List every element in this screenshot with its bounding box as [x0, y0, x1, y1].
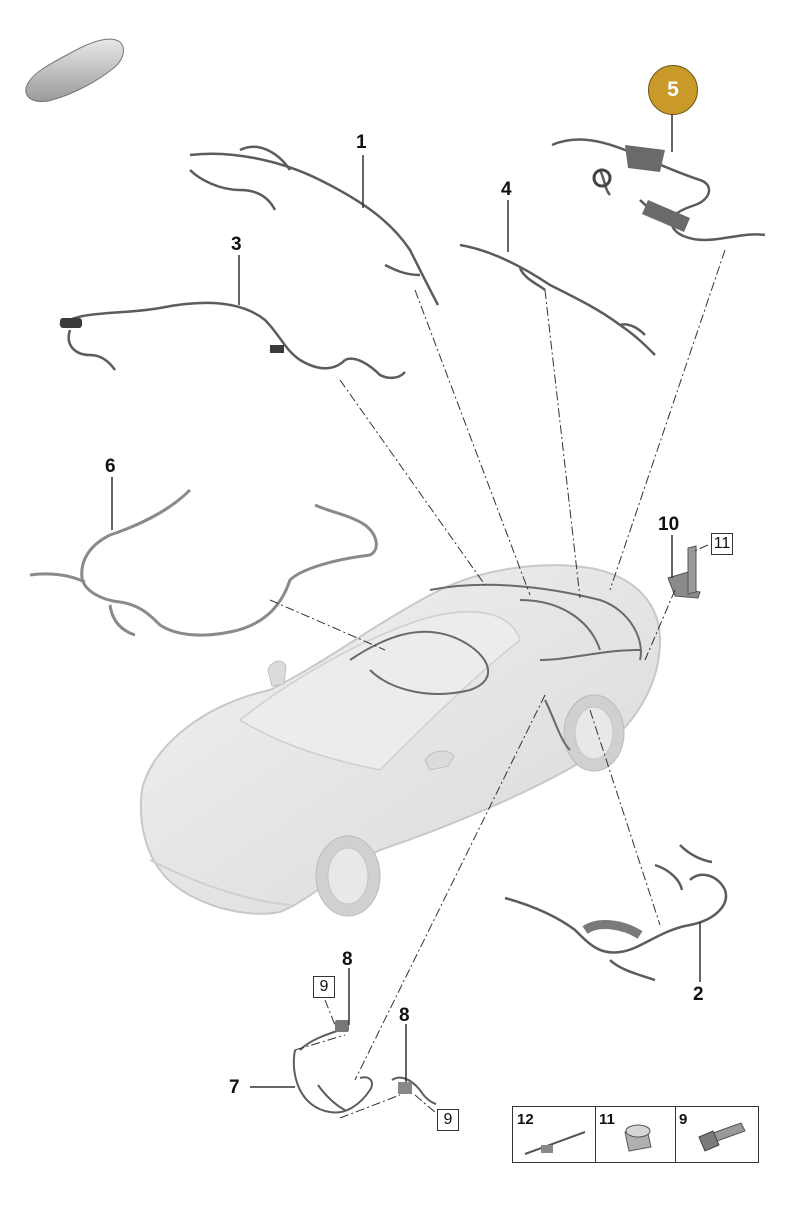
- legend-cell-9[interactable]: 9: [675, 1107, 758, 1162]
- wiring-harness-3-connectors: [60, 318, 284, 353]
- callout-2: 2: [693, 984, 704, 1005]
- ref-box-11: 11: [711, 533, 733, 555]
- ref-box-9-lower: 9: [437, 1109, 459, 1131]
- wiring-harness-2: [504, 844, 728, 982]
- wiring-harness-6: [29, 488, 378, 637]
- callout-4: 4: [501, 179, 512, 200]
- wiring-harness-4: [459, 243, 656, 356]
- callout-6: 6: [105, 456, 116, 477]
- callout-8-upper: 8: [342, 949, 353, 970]
- wiring-harness-5-parts: [592, 145, 690, 232]
- dashdot-leaders: [269, 249, 726, 1119]
- part-8-clip-upper: [335, 1020, 349, 1032]
- ref-box-9-upper: 9: [313, 976, 335, 998]
- bolt-icon: [698, 1122, 746, 1152]
- small-parts-legend: 12 11 9: [512, 1106, 759, 1163]
- car-wiring: [349, 583, 642, 751]
- callout-10: 10: [658, 514, 680, 535]
- car-body: [139, 564, 662, 917]
- legend-cell-12[interactable]: 12: [513, 1107, 596, 1162]
- car-silhouette-icon: [25, 38, 124, 102]
- callout-3: 3: [231, 234, 242, 255]
- callout-5-highlighted[interactable]: 5: [648, 65, 698, 115]
- part-8-bracket-lower: [391, 1076, 437, 1105]
- legend-label-11: 11: [599, 1111, 615, 1128]
- wiring-harness-2-parts: [582, 920, 643, 939]
- callout-8-lower: 8: [399, 1005, 410, 1026]
- wiring-harness-3: [59, 301, 406, 380]
- callout-1: 1: [356, 132, 367, 153]
- legend-label-12: 12: [517, 1111, 534, 1128]
- nut-icon: [624, 1124, 652, 1152]
- leader-lines: [111, 113, 701, 1088]
- legend-cell-11[interactable]: 11: [595, 1107, 676, 1162]
- bracket-10-icon: [667, 545, 701, 599]
- wiring-harness-1: [189, 145, 440, 306]
- cable-tie-icon: [524, 1131, 586, 1155]
- legend-label-9: 9: [679, 1111, 688, 1128]
- wiring-harness-7: [292, 1029, 373, 1114]
- callout-7: 7: [229, 1077, 240, 1098]
